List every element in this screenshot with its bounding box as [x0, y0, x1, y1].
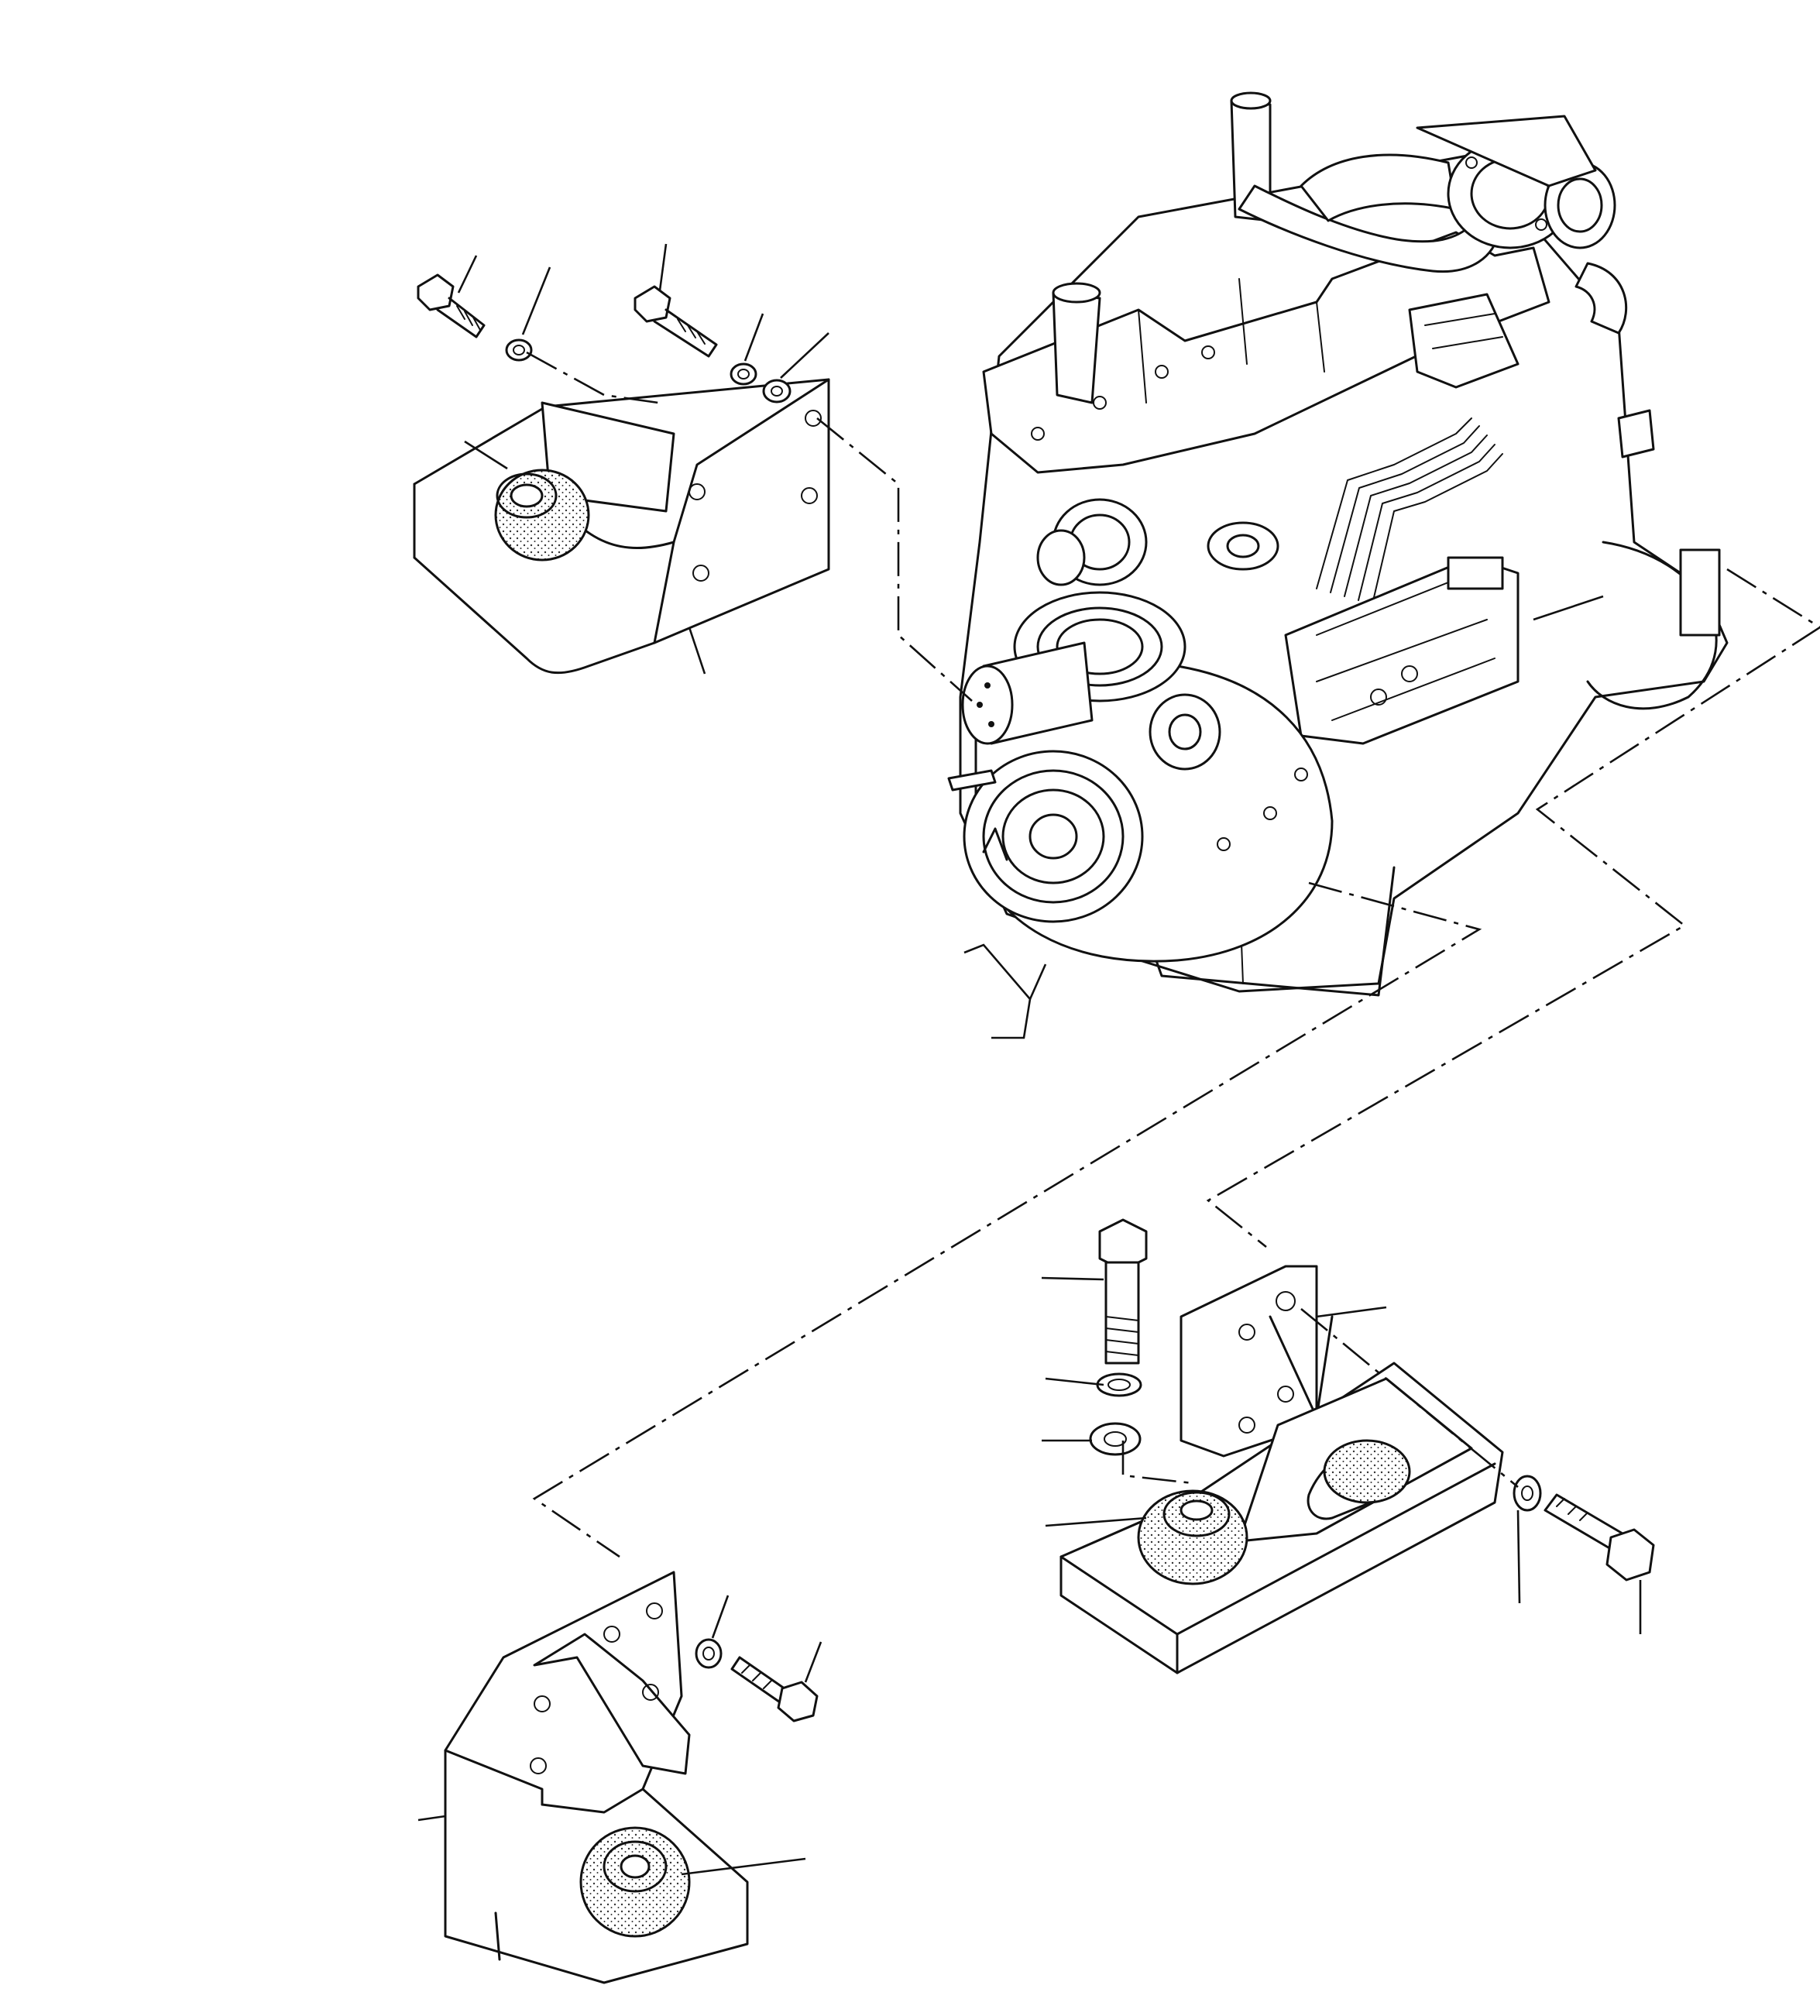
- front-left-bolt-1: [417, 273, 486, 338]
- rear-right-spring-washer: [1096, 1372, 1142, 1397]
- front-left-washer-2: [730, 362, 757, 386]
- rear-left-rubber-cushion: [579, 1826, 691, 1938]
- leader-lines-rear-left: [417, 1595, 822, 1876]
- rear-left-bolt: [730, 1656, 819, 1722]
- engine-assembly: [947, 91, 1729, 997]
- front-left-mount-bracket: [413, 378, 830, 675]
- leader-engine-front: [963, 943, 1047, 1039]
- rear-right-side-washer: [1513, 1475, 1542, 1512]
- leader-lines-rear-right: [1041, 1276, 1642, 1634]
- rear-right-rubber-cushion: [1137, 1439, 1411, 1585]
- rear-left-washer: [695, 1638, 723, 1669]
- rear-right-vertical-bolt: [1098, 1218, 1148, 1365]
- front-left-washer-1: [505, 338, 533, 362]
- front-left-washer-3: [762, 379, 792, 404]
- front-left-rubber-cushion: [494, 469, 590, 562]
- front-left-bolt-2: [634, 285, 718, 358]
- alignment-lines: [526, 351, 1820, 1558]
- rear-right-side-bolt: [1544, 1493, 1655, 1582]
- rear-right-flat-washer: [1089, 1422, 1142, 1456]
- leader-lines-front-left: [457, 243, 829, 675]
